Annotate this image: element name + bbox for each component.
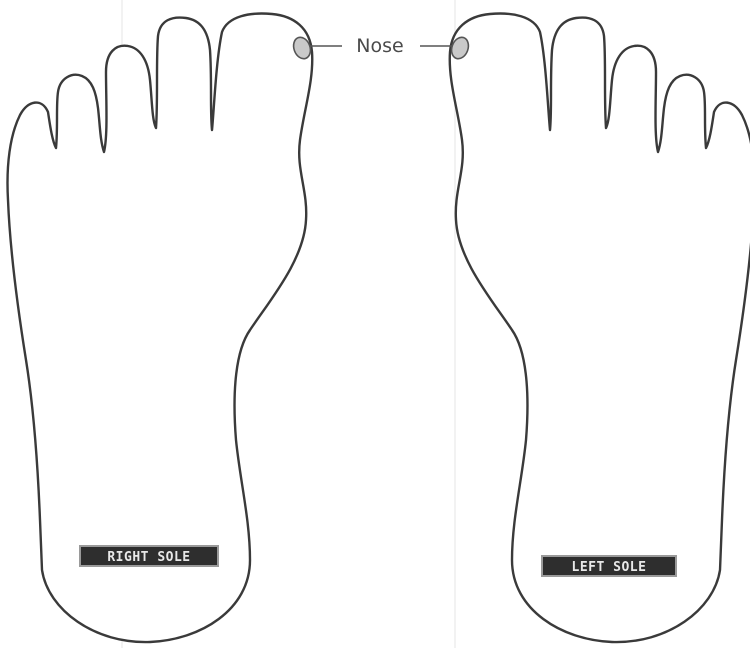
left-foot-outline <box>450 14 750 643</box>
left-sole-label: LEFT SOLE <box>572 560 647 575</box>
nose-callout-label: Nose <box>356 35 403 57</box>
right-sole-label: RIGHT SOLE <box>107 550 190 565</box>
left-foot <box>449 14 750 643</box>
nose-callout: Nose <box>310 35 452 57</box>
right-foot: RIGHT SOLE <box>8 14 314 643</box>
